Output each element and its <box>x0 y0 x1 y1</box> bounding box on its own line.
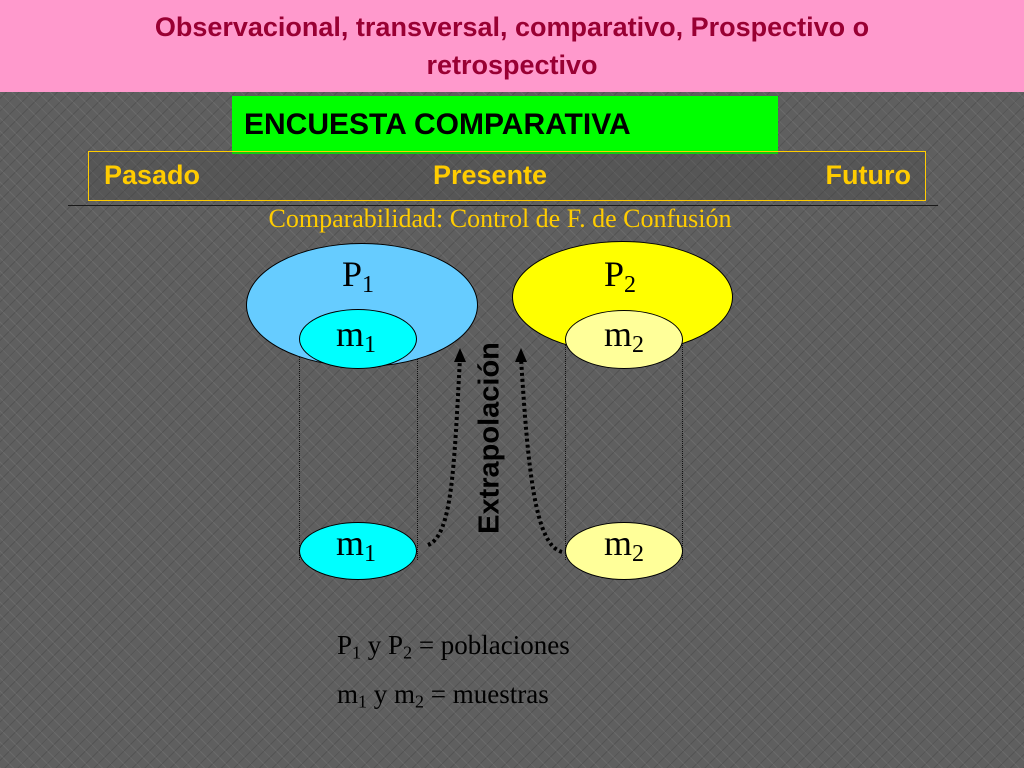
label-m2-top: m2 <box>604 314 645 358</box>
extrapolation-label: Extrapolación <box>473 342 506 534</box>
connector-m1-right <box>417 340 418 560</box>
legend: P1 y P2 = poblaciones m1 y m2 = muestras <box>337 625 570 722</box>
label-p1: P1 <box>342 254 375 298</box>
subtitle: Comparabilidad: Control de F. de Confusi… <box>268 204 732 233</box>
timeline-present: Presente <box>433 160 548 190</box>
label-p2: P2 <box>604 254 637 298</box>
connector-m2-right <box>682 340 683 560</box>
connector-m1-left <box>299 340 300 560</box>
survey-banner-label: ENCUESTA COMPARATIVA <box>244 108 631 141</box>
legend-populations: P1 y P2 = poblaciones <box>337 630 570 663</box>
sample-m2-top-ellipse <box>565 310 683 369</box>
arrowhead-left <box>454 348 466 362</box>
extrapolation-arrow-left <box>427 357 462 547</box>
title-bar: Observacional, transversal, comparativo,… <box>0 0 1024 92</box>
page-title-line2: retrospectivo <box>426 50 598 80</box>
survey-banner: ENCUESTA COMPARATIVA <box>232 96 778 154</box>
timeline-future: Futuro <box>825 160 911 190</box>
sample-m1-top-ellipse <box>299 309 417 369</box>
arrowhead-right <box>515 348 527 362</box>
sample-m2-bottom-ellipse <box>565 522 683 580</box>
divider-line <box>68 205 938 206</box>
label-m1-top: m1 <box>336 314 377 358</box>
connector-m2-left <box>565 340 566 560</box>
sample-m1-bottom-ellipse <box>299 522 417 580</box>
legend-samples: m1 y m2 = muestras <box>337 678 549 712</box>
timeline: Pasado Presente Futuro <box>88 151 926 201</box>
label-m2-bottom: m2 <box>604 523 645 567</box>
extrapolation-arrow-right <box>519 357 563 554</box>
timeline-past: Pasado <box>104 160 201 190</box>
label-m1-bottom: m1 <box>336 523 377 567</box>
page-title-line1: Observacional, transversal, comparativo,… <box>154 12 870 42</box>
